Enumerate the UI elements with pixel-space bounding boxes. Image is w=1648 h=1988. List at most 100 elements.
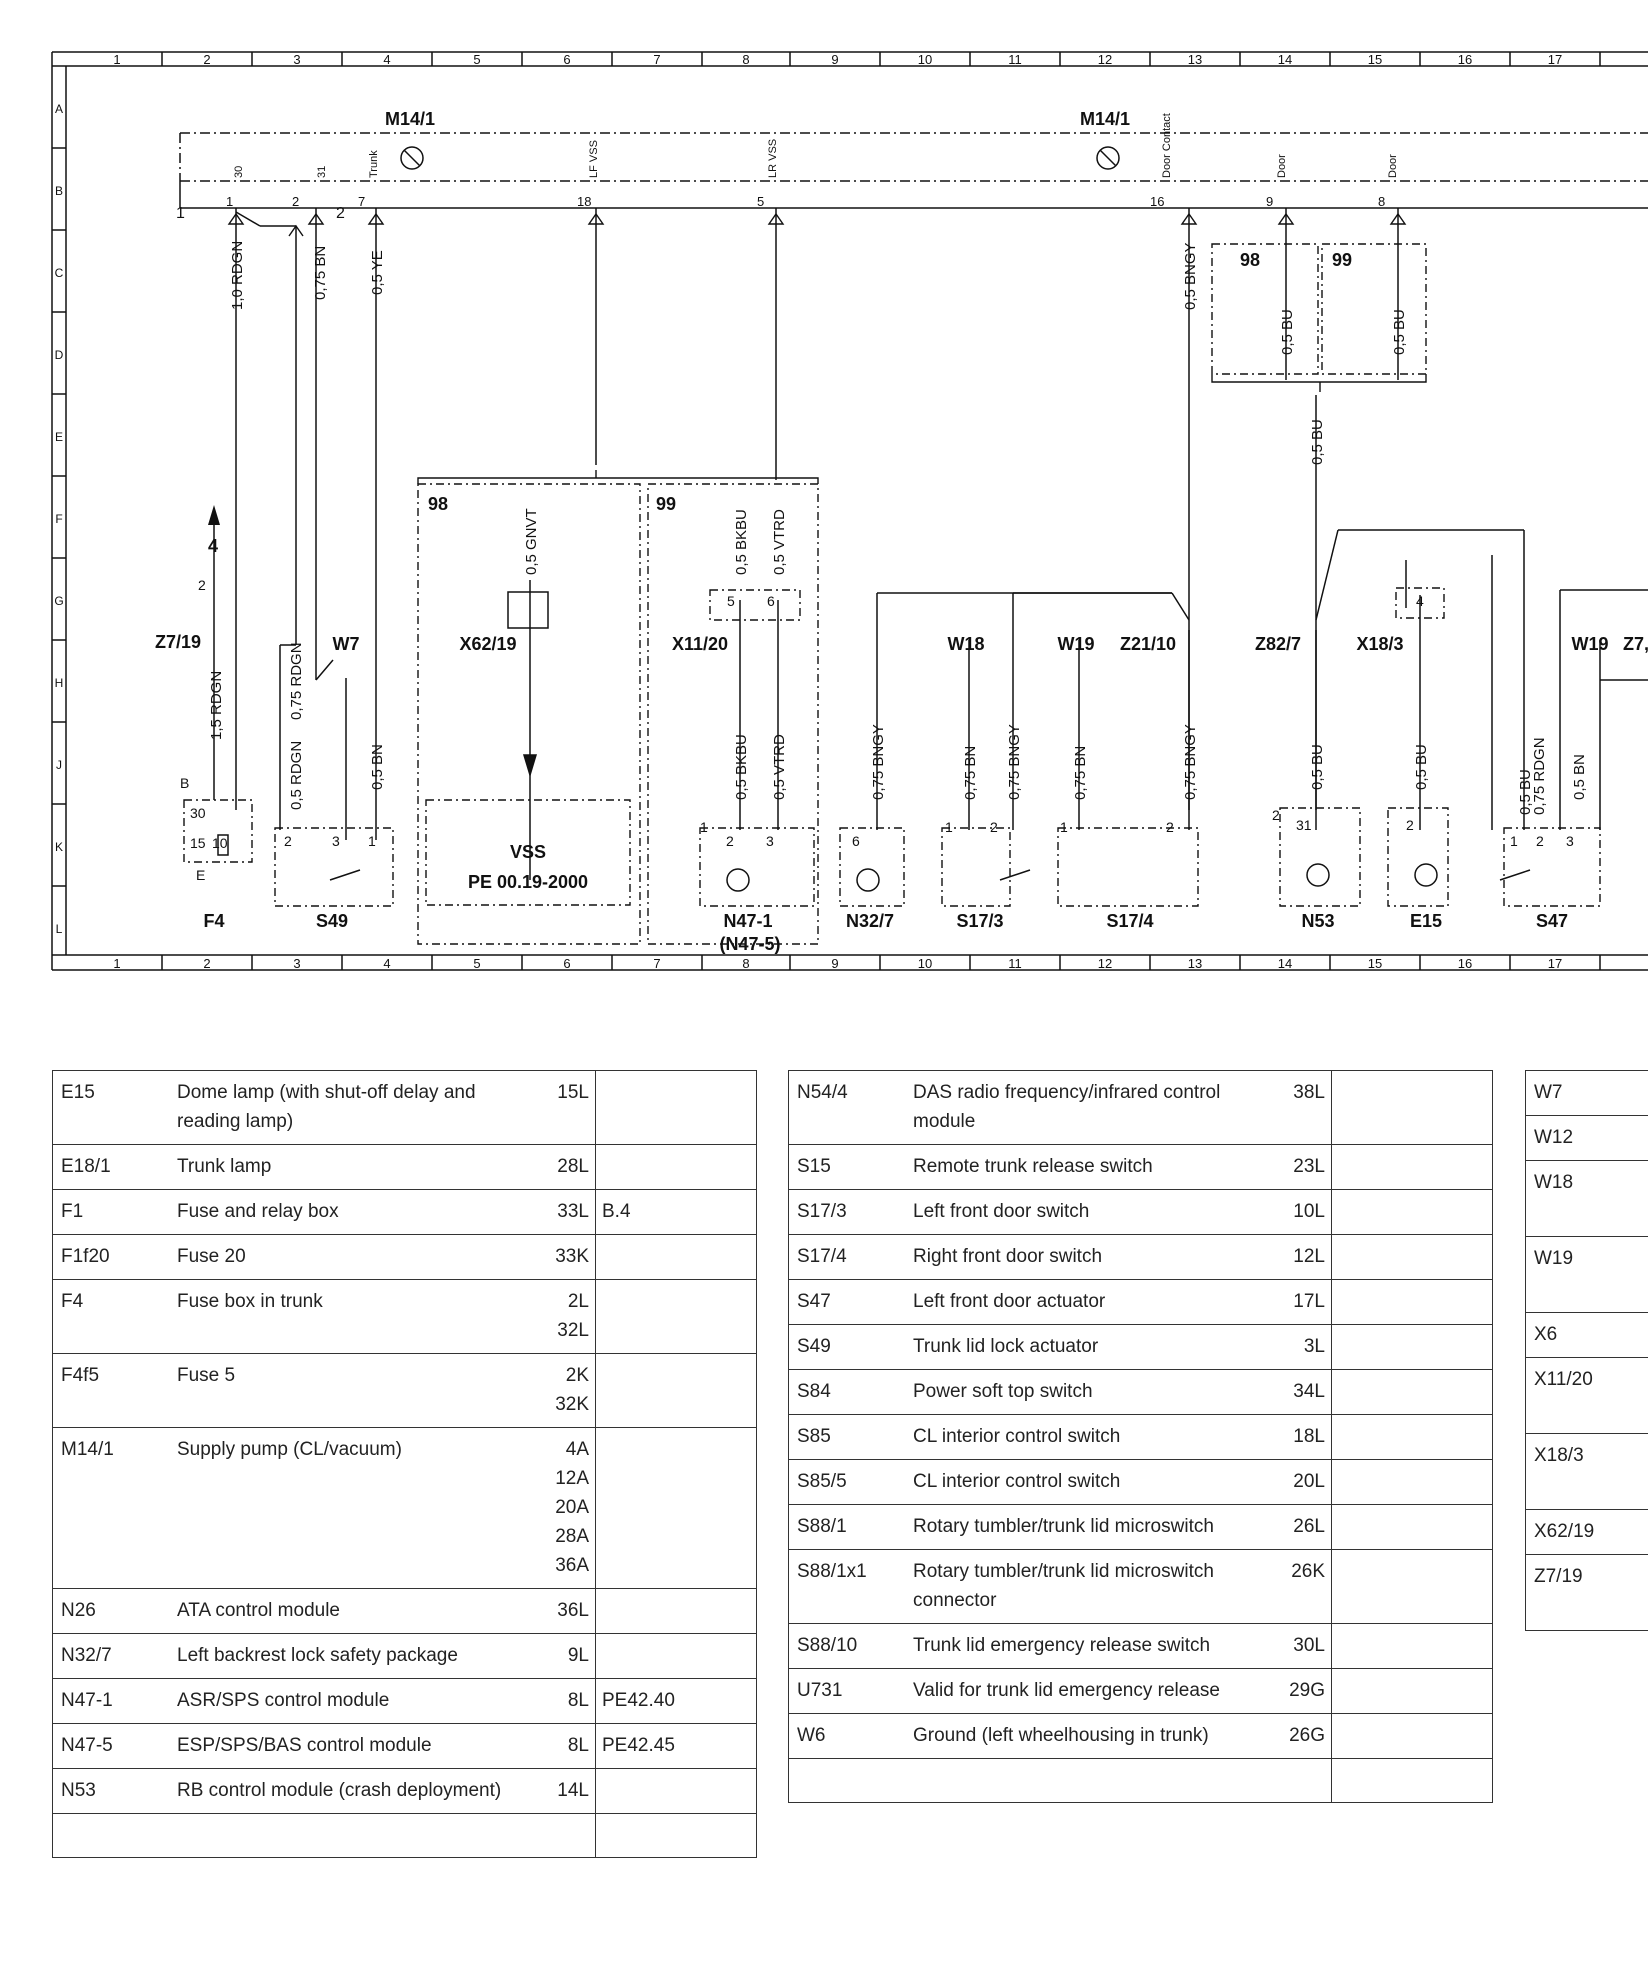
vss-reference: PE 00.19-2000 (468, 872, 588, 892)
label-n47-1: N47-1 (723, 911, 772, 931)
legend-loc: 23L (1269, 1144, 1332, 1190)
label-w19: W19 (1057, 634, 1094, 654)
legend-code: W12 (1525, 1115, 1648, 1161)
m14-terminal-labels: 30 31 Trunk LF VSS LR VSS Door Contact D… (233, 113, 1399, 178)
svg-text:0,5 GNVT: 0,5 GNVT (523, 508, 540, 575)
svg-text:14: 14 (1278, 956, 1292, 971)
legend-row: X18/3 (1525, 1433, 1648, 1510)
legend-desc: Left front door switch (907, 1189, 1269, 1235)
legend-ref (1331, 1144, 1493, 1190)
svg-text:31: 31 (316, 166, 328, 178)
legend-ref (595, 1768, 757, 1814)
legend-ref (1331, 1189, 1493, 1235)
legend-code: X6 (1525, 1312, 1648, 1358)
svg-text:17: 17 (1548, 52, 1562, 67)
column-ticks (52, 52, 1601, 970)
legend-row: X62/19 (1525, 1509, 1648, 1555)
svg-text:0,75 BN: 0,75 BN (312, 246, 329, 300)
row-letters: AB CD EF GH JK L (54, 102, 63, 936)
svg-text:6: 6 (563, 956, 570, 971)
legend-loc: 17L (1269, 1279, 1332, 1325)
legend-loc: 26L (1269, 1504, 1332, 1550)
legend-code: S15 (788, 1144, 907, 1190)
legend-loc: 33K (533, 1234, 596, 1280)
svg-text:98: 98 (428, 494, 448, 514)
legend-code: W7 (1525, 1070, 1648, 1116)
svg-text:B: B (180, 775, 189, 791)
svg-text:1,0 RDGN: 1,0 RDGN (229, 241, 246, 310)
legend-desc: ASR/SPS control module (171, 1678, 533, 1724)
legend-code: X11/20 (1525, 1357, 1648, 1434)
legend-code: F1f20 (52, 1234, 171, 1280)
svg-text:0,5 BU: 0,5 BU (1279, 309, 1296, 355)
legend-loc: 34L (1269, 1369, 1332, 1415)
legend-desc: Fuse box in trunk (171, 1279, 533, 1354)
svg-text:1: 1 (1510, 833, 1518, 849)
svg-text:8: 8 (742, 956, 749, 971)
legend-row: Z7/19 (1525, 1554, 1648, 1631)
svg-text:2: 2 (284, 833, 292, 849)
component-labels: F4 S49 N47-1 (N47-5) N32/7 S17/3 S17/4 N… (155, 632, 1648, 954)
svg-text:5: 5 (727, 593, 735, 609)
svg-text:1: 1 (113, 52, 120, 67)
legend-loc: 28L (533, 1144, 596, 1190)
svg-text:7: 7 (653, 52, 660, 67)
svg-text:9: 9 (831, 52, 838, 67)
legend-code: Z7/19 (1525, 1554, 1648, 1631)
legend-code: F4 (52, 1279, 171, 1354)
legend-ref (595, 1633, 757, 1679)
svg-text:B: B (55, 184, 63, 198)
svg-text:5: 5 (473, 956, 480, 971)
legend-code: F1 (52, 1189, 171, 1235)
legend-code: S17/4 (788, 1234, 907, 1280)
legend-desc: Valid for trunk lid emergency release (907, 1668, 1269, 1714)
svg-text:10: 10 (918, 52, 932, 67)
legend-desc: ATA control module (171, 1588, 533, 1634)
legend-desc: Left backrest lock safety package (171, 1633, 533, 1679)
label-x18-3: X18/3 (1356, 634, 1403, 654)
svg-text:C: C (55, 266, 64, 280)
wire-labels: 1,0 RDGN 0,75 BN 0,5 YE 0,5 BNGY 0,5 BU … (208, 241, 1588, 815)
svg-text:12: 12 (1098, 52, 1112, 67)
legend-ref (1331, 1369, 1493, 1415)
svg-text:6: 6 (767, 593, 775, 609)
label-z7-cut: Z7, (1623, 634, 1648, 654)
svg-text:0,5 BKBU: 0,5 BKBU (733, 509, 750, 575)
svg-text:1: 1 (176, 205, 185, 222)
svg-text:0,5 BKBU: 0,5 BKBU (733, 734, 750, 800)
legend-ref (595, 1279, 757, 1354)
legend-desc: CL interior control switch (907, 1459, 1269, 1505)
legend-ref: PE42.45 (595, 1723, 757, 1769)
legend-ref (1331, 1324, 1493, 1370)
svg-text:1: 1 (700, 819, 708, 835)
svg-text:13: 13 (1188, 956, 1202, 971)
legend-desc: Trunk lamp (171, 1144, 533, 1190)
svg-text:1: 1 (1060, 819, 1068, 835)
svg-text:9: 9 (831, 956, 838, 971)
label-s47: S47 (1536, 911, 1568, 931)
legend-code: S17/3 (788, 1189, 907, 1235)
svg-text:1: 1 (368, 833, 376, 849)
svg-text:Door: Door (1387, 154, 1399, 178)
svg-text:Door Contact: Door Contact (1161, 113, 1173, 178)
svg-text:D: D (55, 348, 64, 362)
svg-text:A: A (55, 102, 63, 116)
label-w7: W7 (333, 634, 360, 654)
